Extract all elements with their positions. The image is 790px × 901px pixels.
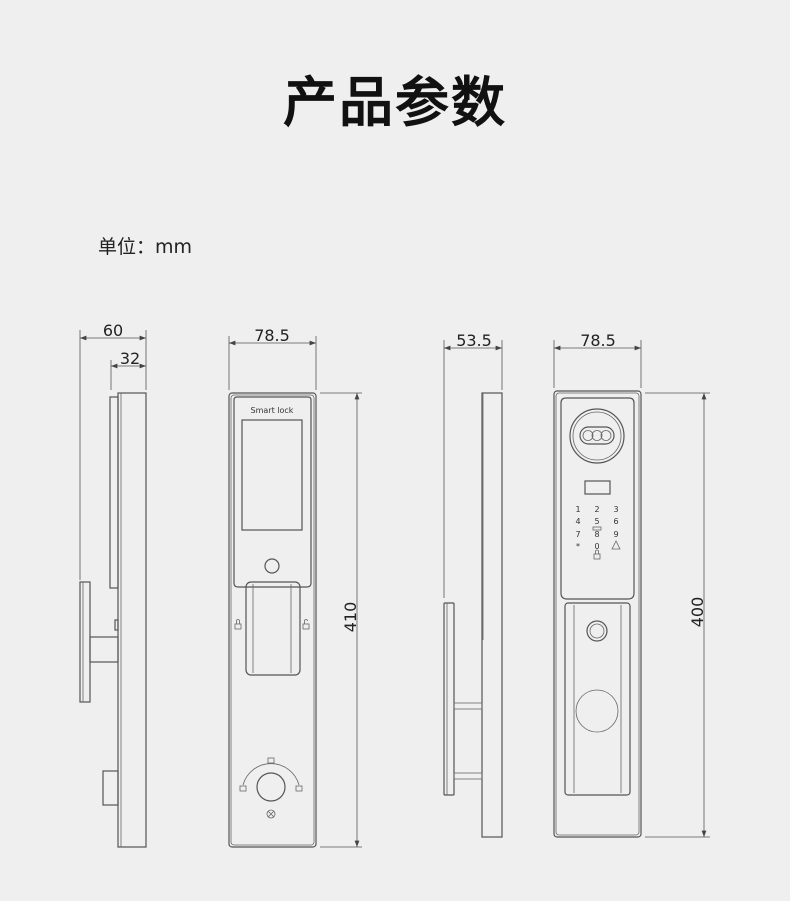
dim-back-width: 78.5 [580, 331, 616, 350]
key-4[interactable]: 4 [575, 517, 580, 526]
screw-icon [266, 809, 276, 819]
dim-front-width: 78.5 [254, 326, 290, 345]
knob [575, 689, 619, 733]
lock-icon [593, 549, 601, 560]
handle [245, 581, 301, 676]
key-5[interactable]: 5 [594, 517, 599, 526]
unit-label: 单位：mm [98, 236, 193, 258]
key-9[interactable]: 9 [613, 530, 618, 539]
side-view: 60 32 [79, 321, 147, 848]
dim-back-height: 400 [688, 597, 707, 628]
lock-icon [234, 619, 242, 630]
page-title: 产品参数 [283, 71, 507, 134]
card-reader [584, 480, 611, 495]
dim-60: 60 [103, 321, 123, 340]
back-side-view: 53.5 [443, 331, 503, 838]
unlock-icon [302, 619, 310, 630]
rotation-arc [242, 763, 300, 786]
key-7[interactable]: 7 [575, 530, 580, 539]
key-3[interactable]: 3 [613, 505, 618, 514]
back-view: 78.5 400 1 2 3 4 5 6 7 8 9 * 0 [553, 331, 710, 838]
key-1[interactable]: 1 [575, 505, 580, 514]
fingerprint-sensor-icon [586, 620, 608, 642]
dim-32: 32 [120, 349, 140, 368]
dim-front-height: 410 [341, 602, 360, 633]
knob [256, 772, 286, 802]
fingerprint-sensor-icon [264, 558, 280, 574]
bell-icon [611, 540, 621, 550]
face-camera [569, 408, 625, 464]
display-screen [241, 419, 303, 531]
key-8[interactable]: 8 [594, 530, 599, 539]
key-0[interactable]: 0 [594, 542, 599, 551]
key-2[interactable]: 2 [594, 505, 599, 514]
card-icon [592, 526, 602, 531]
key-6[interactable]: 6 [613, 517, 618, 526]
front-view: 78.5 410 Smart lock [228, 326, 362, 848]
dim-53-5: 53.5 [456, 331, 492, 350]
brand-text: Smart lock [251, 406, 294, 415]
handle [564, 602, 631, 796]
keypad: 1 2 3 4 5 6 7 8 9 * 0 [575, 505, 621, 560]
key-star[interactable]: * [576, 542, 580, 551]
